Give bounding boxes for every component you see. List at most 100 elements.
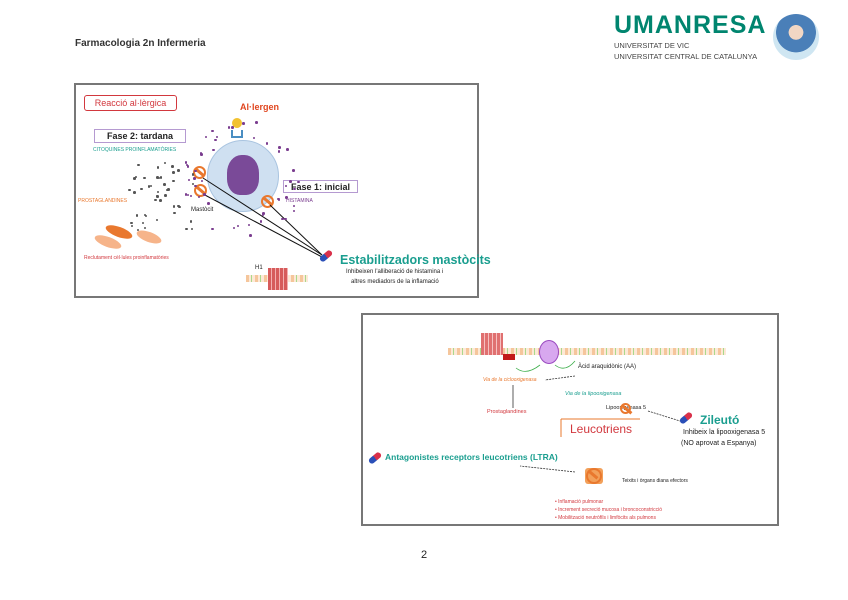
blocked-icon [620,403,631,414]
mediator-dot [212,148,215,152]
mediator-dot [214,138,217,142]
mediator-dot [191,182,195,186]
mediator-dot [149,184,153,187]
mediator-dot [141,221,145,225]
mediator-dot [197,195,201,199]
mediator-dot [156,176,159,179]
mediator-dot [193,177,196,180]
stabilizers-description-2: altres mediadors de la inflamació [351,279,439,285]
mediator-dot [232,226,236,230]
mediator-dot [199,152,203,155]
histamine-label: HISTAMINA [286,198,313,204]
mediator-dot [252,136,256,140]
mediator-dot [289,180,292,183]
mediator-dot [285,196,288,199]
mediator-dot [172,179,175,183]
mediator-dot [293,187,296,191]
mediator-dot [156,166,160,169]
blocked-icon [194,184,207,197]
mediator-dot [286,148,289,151]
mediator-dot [156,190,160,194]
stabilizers-description-1: Inhibeixen l'alliberació de histamina i [346,269,444,275]
mediator-dot [249,234,252,237]
mediator-dot [231,126,234,129]
effect-text: Increment secreció mucosa i broncoconstr… [558,507,663,513]
mediator-dot [137,163,140,166]
mediator-dot [185,227,188,231]
mediator-dot [215,135,219,139]
target-tissues-label: Teixits i òrgans diana efectors [622,478,688,484]
effect-item: • Increment secreció mucosa i broncocons… [555,507,663,513]
mediator-dot [242,122,245,125]
mediator-dot [189,194,193,198]
mediator-dot [189,220,193,223]
blocked-icon [193,166,206,179]
pla2-enzyme-icon [539,340,559,364]
effect-text: Mobilització neutròfils i limfòcits als … [558,515,656,521]
ltra-title: Antagonistes receptors leucotriens (LTRA… [385,452,558,462]
mediator-dot [147,185,151,188]
mediator-dot [284,184,288,188]
mediator-dot [211,227,214,231]
mediator-dot [184,161,188,164]
effect-item: • Inflamació pulmonar [555,499,604,505]
mediator-dot [292,204,296,208]
antibody-icon [231,130,243,138]
mediator-dot [164,194,167,197]
mediator-dot [140,187,143,191]
mediator-dot [163,161,167,165]
mediator-dot [207,202,210,205]
mediator-dot [191,173,195,176]
mediator-dot [133,191,136,194]
mediator-dot [236,224,240,228]
lox-pathway-label: Via de la lipooxigenasa [565,391,622,397]
mediator-dot [159,199,162,202]
mediator-dot [159,176,163,179]
mediator-dot [203,193,206,196]
mediator-dot [154,198,157,202]
leukotrienes-label: Leucotriens [570,422,633,436]
blocked-icon [586,468,602,484]
mediator-dot [134,175,138,179]
mediator-dot [187,178,191,182]
mediator-dot [227,126,230,129]
mediator-dot [143,226,147,230]
h1-receptor-label: H1 [255,265,263,271]
mediator-dot [155,194,159,198]
mediator-dot [194,184,197,188]
mediator-dot [211,129,214,133]
mediator-dot [163,183,166,186]
mediator-dot [200,179,204,183]
mediator-dot [136,228,140,232]
zileuton-description-2: (NO aprovat a Espanya) [681,440,757,447]
mediator-dot [284,217,287,221]
logo-text: UMANRESA [614,11,767,39]
allergen-icon [232,118,242,128]
mediator-dot [194,169,197,173]
mediator-dot [281,217,284,220]
mediator-dot [297,180,300,184]
mediator-dot [185,163,189,167]
mediator-dot [177,204,180,208]
prostaglandins-label: Prostaglandines [487,409,527,415]
mediator-dot [265,142,269,145]
mediator-dot [204,135,208,139]
effect-text: Inflamació pulmonar [558,499,604,505]
mediator-dot [167,188,170,191]
mediator-dot [184,193,188,196]
mediator-dot [172,205,176,208]
figure-allergic-reaction [74,83,479,298]
nucleus-icon [227,155,259,195]
recruitment-label: Reclutament cèl·lules proinflamatòries [84,255,169,261]
mediator-dot [292,209,296,213]
cox-pathway-label: Via de la ciclooxigenasa [483,377,537,383]
mediator-dot [277,198,281,202]
cell-membrane [448,348,726,355]
mediator-dot [278,146,281,149]
mediator-dot [144,214,148,218]
mediator-dot [186,193,190,197]
mediator-dot [133,177,136,180]
mastcell-label: Mastòcit [191,207,214,213]
